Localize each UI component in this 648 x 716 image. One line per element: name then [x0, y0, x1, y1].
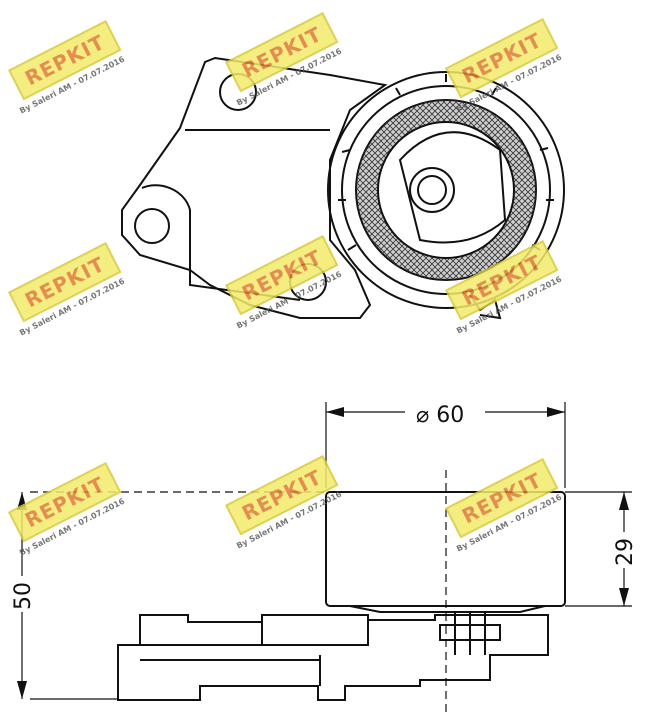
pulley-side-lower-edge [349, 605, 546, 613]
dim-29-label: 29 [613, 538, 638, 566]
center-bore [409, 167, 455, 213]
dim-60-arrow-left [326, 407, 344, 417]
top-view [121, 56, 565, 320]
dim-50-arrow-bottom [17, 681, 27, 699]
dim-60-label: ⌀ 60 [416, 403, 464, 428]
base-outline [117, 614, 549, 701]
base-fitting [439, 612, 501, 655]
pulley-rim [341, 85, 551, 295]
bolt-hole-left [134, 208, 170, 244]
dim-29-arrow-bottom [619, 588, 629, 606]
center-bore-inner [417, 175, 447, 205]
pulley-outer [327, 71, 565, 309]
bracket-ear-left [141, 184, 191, 265]
base-inner [140, 620, 369, 686]
dimension-labels: ⌀ 60 29 50 [8, 396, 638, 612]
dim-29-arrow-top [619, 492, 629, 510]
dim-50-label: 50 [11, 582, 36, 610]
dim-60-arrow-right [547, 407, 565, 417]
side-view [30, 470, 566, 712]
hub-cam [398, 131, 507, 244]
bracket-outline [121, 56, 388, 319]
